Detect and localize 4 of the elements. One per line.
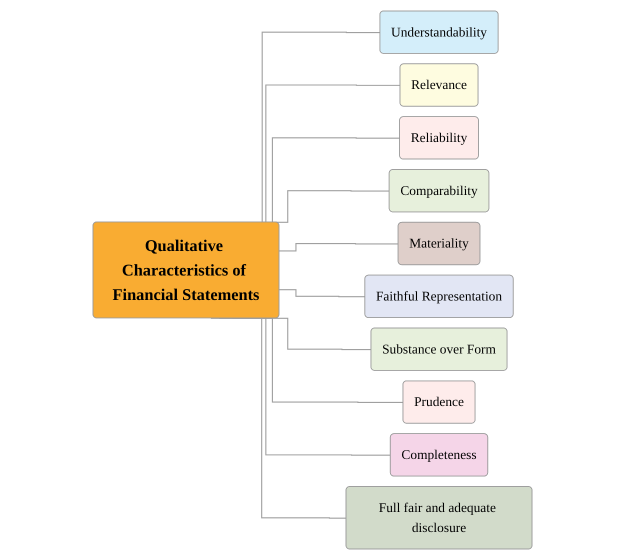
tree-diagram: Qualitative Characteristics of Financial Statements Understandability Relevance Reliability Comparability Materiality Faithful Representation Substance over Form Prudence Completeness Full fair and adequate disclosure <box>87 5 538 555</box>
connector <box>210 318 346 519</box>
connector <box>279 289 366 298</box>
connector <box>279 242 398 252</box>
